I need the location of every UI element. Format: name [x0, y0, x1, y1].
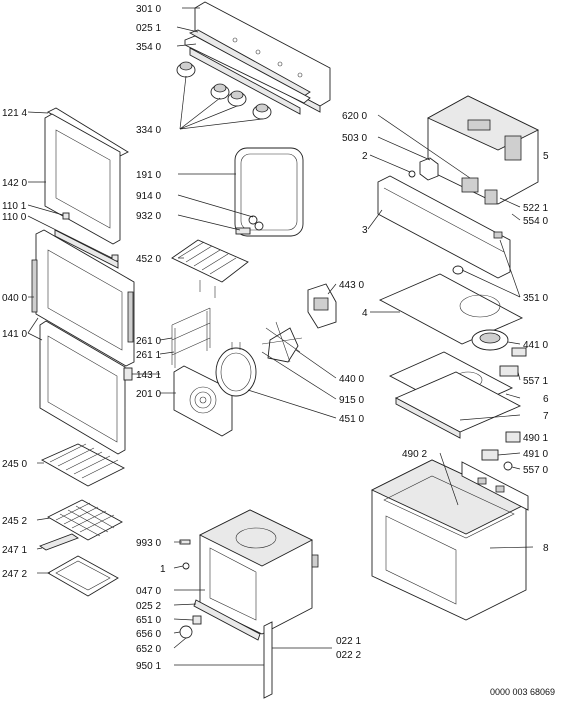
part-grill-rack	[47, 499, 123, 541]
part-fan-motor	[261, 283, 337, 363]
label-452-0: 452 0	[136, 254, 161, 265]
part-cooling-fan	[471, 329, 527, 357]
label-443-0: 443 0	[339, 280, 364, 291]
part-switches	[481, 431, 521, 471]
label-950-1: 950 1	[136, 661, 161, 672]
leader-lines	[27, 7, 534, 666]
part-knobs	[176, 61, 272, 120]
label-8: 8	[543, 543, 549, 554]
label-651-0: 651 0	[136, 615, 161, 626]
part-connector	[499, 365, 519, 377]
part-wire-shelf	[41, 443, 125, 487]
label-301-0: 301 0	[136, 4, 161, 15]
part-oven-cavity	[198, 509, 319, 635]
label-6: 6	[543, 394, 549, 405]
label-110-1: 110 1	[2, 201, 27, 212]
part-circular-element	[215, 342, 257, 397]
label-247-2: 247 2	[2, 569, 27, 580]
label-334-0: 334 0	[136, 125, 161, 136]
label-3: 3	[362, 225, 368, 236]
label-2: 2	[362, 151, 368, 162]
diagram-footer-code: 0000 003 68069	[490, 687, 555, 697]
part-door-gasket	[234, 147, 304, 237]
label-121-4: 121 4	[2, 108, 27, 119]
label-143-1: 143 1	[136, 370, 161, 381]
label-022-1: 022 1	[336, 636, 361, 647]
label-351-0: 351 0	[523, 293, 548, 304]
label-557-0: 557 0	[523, 465, 548, 476]
label-522-1: 522 1	[523, 203, 548, 214]
label-110-0: 110 0	[2, 212, 27, 223]
label-652-0: 652 0	[136, 644, 161, 655]
label-503-0: 503 0	[342, 133, 367, 144]
part-clip	[123, 367, 133, 381]
label-201-0: 201 0	[136, 389, 161, 400]
label-022-2: 022 2	[336, 650, 361, 661]
part-labels: 301 0 025 1 354 0 334 0 121 4 142 0 110 …	[2, 4, 555, 697]
part-side-racks	[171, 307, 211, 368]
label-245-0: 245 0	[2, 459, 27, 470]
label-4: 4	[362, 308, 368, 319]
label-5: 5	[543, 151, 549, 162]
part-pan-handle	[39, 533, 79, 551]
part-side-rail	[263, 621, 273, 699]
label-141-0: 141 0	[2, 329, 27, 340]
label-993-0: 993 0	[136, 538, 161, 549]
label-025-1: 025 1	[136, 23, 161, 34]
part-electronics-panel	[426, 95, 540, 205]
part-outer-casing	[370, 459, 529, 621]
part-lamp-holder	[452, 265, 464, 275]
label-656-0: 656 0	[136, 629, 161, 640]
label-7: 7	[543, 411, 549, 422]
label-620-0: 620 0	[342, 111, 367, 122]
part-inner-glass	[39, 320, 126, 455]
label-247-1: 247 1	[2, 545, 27, 556]
label-554-0: 554 0	[523, 216, 548, 227]
part-drip-tray	[47, 555, 119, 597]
label-451-0: 451 0	[339, 414, 364, 425]
label-261-1: 261 1	[136, 350, 161, 361]
label-191-0: 191 0	[136, 170, 161, 181]
label-040-0: 040 0	[2, 293, 27, 304]
label-047-0: 047 0	[136, 586, 161, 597]
label-557-1: 557 1	[523, 376, 548, 387]
part-door-frame	[31, 229, 135, 367]
part-lower-plate	[394, 371, 522, 439]
part-screws	[179, 539, 191, 570]
label-914-0: 914 0	[136, 191, 161, 202]
part-door-glass	[44, 113, 121, 245]
label-490-1: 490 1	[523, 433, 548, 444]
label-142-0: 142 0	[2, 178, 27, 189]
part-thermostat	[408, 157, 439, 181]
label-261-0: 261 0	[136, 336, 161, 347]
part-grill-element	[171, 239, 249, 298]
label-490-2: 490 2	[402, 449, 427, 460]
part-panel-strip	[184, 29, 311, 115]
label-1: 1	[160, 564, 166, 575]
label-440-0: 440 0	[339, 374, 364, 385]
label-441-0: 441 0	[523, 340, 548, 351]
label-245-2: 245 2	[2, 516, 27, 527]
label-491-0: 491 0	[523, 449, 548, 460]
label-354-0: 354 0	[136, 42, 161, 53]
part-insulation-plate	[378, 273, 524, 345]
label-915-0: 915 0	[339, 395, 364, 406]
part-fan-cover	[173, 365, 233, 437]
label-932-0: 932 0	[136, 211, 161, 222]
label-025-2: 025 2	[136, 601, 161, 612]
part-fasteners	[235, 215, 264, 235]
